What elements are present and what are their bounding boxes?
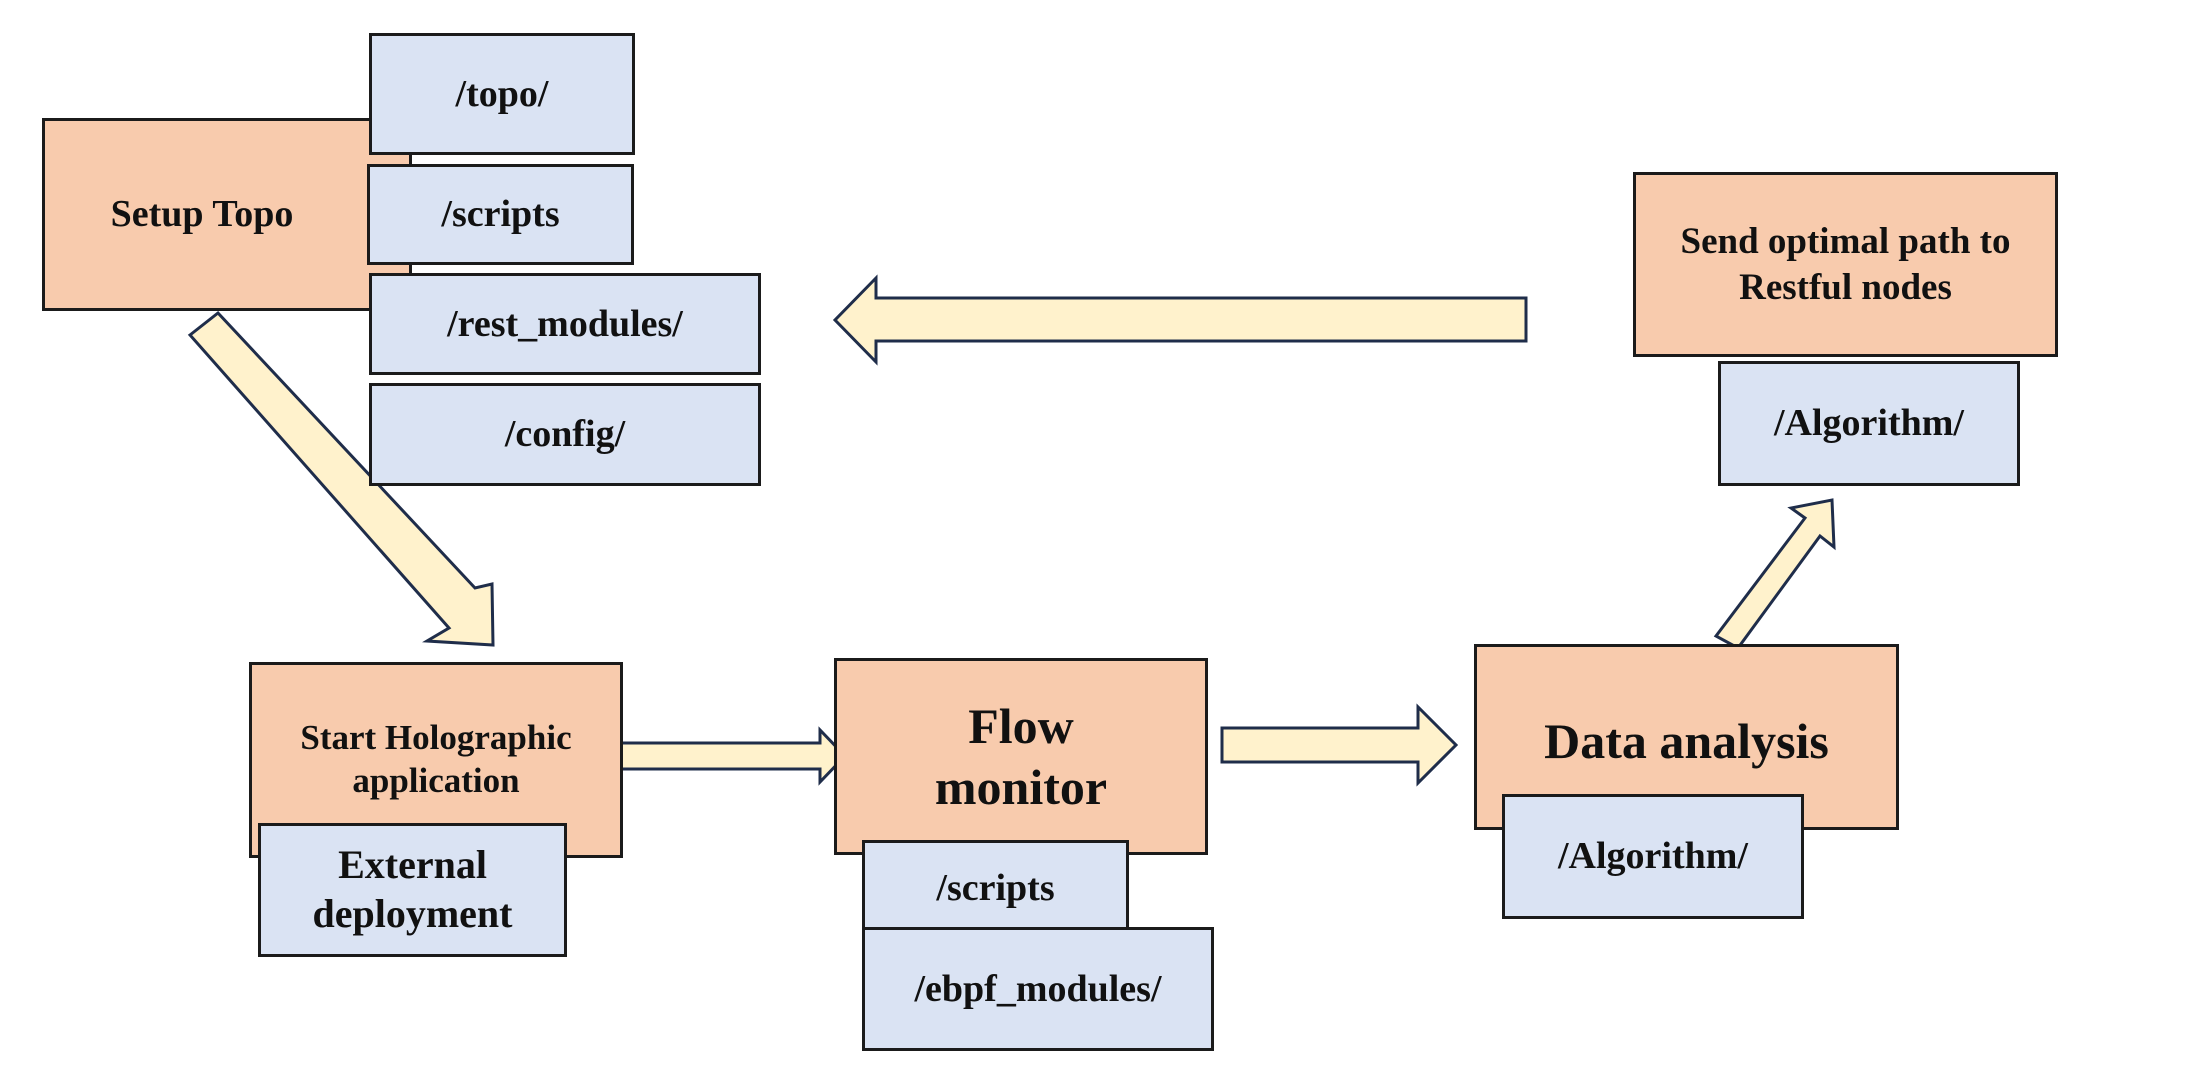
folder-algorithm-send: /Algorithm/ <box>1718 361 2020 486</box>
send-path-box: Send optimal path to Restful nodes <box>1633 172 2058 357</box>
flow-monitor-box: Flow monitor <box>834 658 1208 855</box>
external-deployment-label: External deployment <box>312 842 513 936</box>
folder-ebpf-modules: /ebpf_modules/ <box>862 927 1214 1051</box>
arrow-setup-to-start <box>187 310 495 647</box>
arrow-start-to-flow <box>607 726 848 786</box>
folder-config: /config/ <box>369 383 761 486</box>
start-app-label: Start Holographic application <box>300 718 572 800</box>
folder-ebpf-modules-label: /ebpf_modules/ <box>914 967 1162 1010</box>
folder-scripts-flow: /scripts <box>862 840 1129 937</box>
external-deployment-box: External deployment <box>258 823 567 957</box>
arrow-send-to-setup <box>832 274 1528 366</box>
folder-config-label: /config/ <box>504 413 626 456</box>
flow-monitor-label: Flow monitor <box>934 697 1108 815</box>
folder-algorithm-analysis: /Algorithm/ <box>1502 794 1804 919</box>
folder-scripts-setup: /scripts <box>367 164 634 265</box>
folder-scripts-flow-label: /scripts <box>936 867 1055 910</box>
arrow-flow-to-analysis <box>1220 703 1459 787</box>
folder-algorithm-analysis-label: /Algorithm/ <box>1558 835 1748 878</box>
folder-topo-label: /topo/ <box>455 72 549 115</box>
folder-algorithm-send-label: /Algorithm/ <box>1774 402 1964 445</box>
setup-topo-label: Setup Topo <box>110 193 294 236</box>
setup-topo-box: Setup Topo <box>42 118 412 311</box>
folder-scripts-setup-label: /scripts <box>441 193 560 236</box>
arrow-analysis-to-send <box>1713 498 1836 650</box>
folder-topo: /topo/ <box>369 33 635 155</box>
send-path-label: Send optimal path to Restful nodes <box>1680 221 2011 308</box>
folder-rest-modules: /rest_modules/ <box>369 273 761 375</box>
data-analysis-label: Data analysis <box>1544 713 1829 769</box>
folder-rest-modules-label: /rest_modules/ <box>447 302 683 345</box>
